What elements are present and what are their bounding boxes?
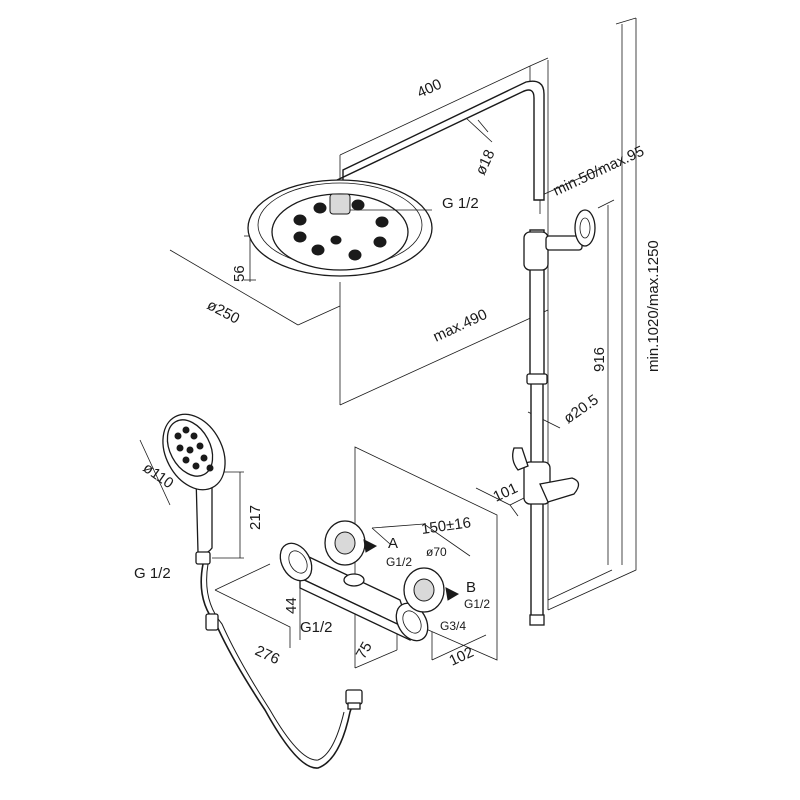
holder-cradle: [539, 477, 580, 503]
label-arm-length: 400: [415, 76, 445, 102]
label-outlet-b-thread: G1/2: [464, 597, 490, 611]
label-mixer-centres: 150±16: [420, 514, 472, 538]
hose-end-top: [205, 613, 219, 631]
bracket-wall-plate: [574, 209, 596, 247]
holder-knob: [512, 447, 529, 471]
label-inlet-thread: G3/4: [440, 619, 466, 633]
hand-shower-holder: [512, 447, 580, 505]
upper-wall-plane: [547, 18, 637, 611]
hose-end-nut: [345, 689, 363, 705]
label-head-offset: max.490: [431, 306, 490, 346]
overhead-shower-head: [247, 179, 433, 277]
label-hose-connection: G 1/2: [134, 565, 171, 582]
label-outlet-a: A: [388, 535, 398, 552]
label-wall-bracket-offset: min.50/max.95: [551, 143, 647, 200]
riser-bottom-cap: [529, 614, 545, 626]
riser-joint: [526, 373, 548, 385]
thermostatic-mixer: [279, 520, 460, 642]
mixer-outlet: [343, 573, 365, 587]
shower-arm: [332, 80, 545, 201]
bracket-clamp: [523, 231, 549, 271]
shower-hose: [200, 563, 363, 769]
hose-outer: [200, 563, 355, 769]
mixer-body-front: [299, 576, 411, 642]
label-riser-height: 916: [591, 347, 608, 372]
label-total-height: min.1020/max.1250: [645, 240, 662, 372]
label-eccentric-diameter: ø70: [426, 545, 447, 559]
dimension-labels: 400 ø18 G 1/2 56 ø250 max.490 min.50/max…: [134, 76, 662, 670]
temperature-handle: [279, 542, 313, 582]
label-mixer-height: 44: [283, 597, 300, 614]
label-mixer-width: 276: [252, 642, 282, 668]
label-hand-shower-length: 217: [247, 505, 264, 530]
label-head-diameter: ø250: [204, 297, 242, 328]
wall-bracket: [523, 209, 596, 271]
label-arm-diameter: ø18: [472, 147, 498, 178]
dimension-lines: [139, 17, 637, 669]
hand-shower-nozzles: [174, 426, 214, 472]
label-mixer-wall-depth: 102: [447, 644, 477, 670]
label-mixer-depth: 75: [353, 639, 376, 662]
nozzle-holes: [293, 199, 389, 261]
label-head-height: 56: [231, 265, 248, 282]
hose-inner: [206, 563, 345, 761]
hand-shower-hose-nut: [195, 551, 211, 565]
label-outlet-a-thread: G1/2: [386, 555, 412, 569]
outlet-a-arrow: [363, 539, 378, 553]
outlet-b-arrow: [445, 587, 460, 601]
hose-cone: [347, 702, 361, 710]
label-riser-diameter: ø20.5: [561, 391, 602, 427]
label-outlet-b: B: [466, 579, 476, 596]
hand-shower: [162, 413, 226, 565]
head-connector: [329, 193, 351, 215]
label-head-connection: G 1/2: [442, 195, 479, 212]
label-mixer-connection: G1/2: [300, 619, 333, 636]
